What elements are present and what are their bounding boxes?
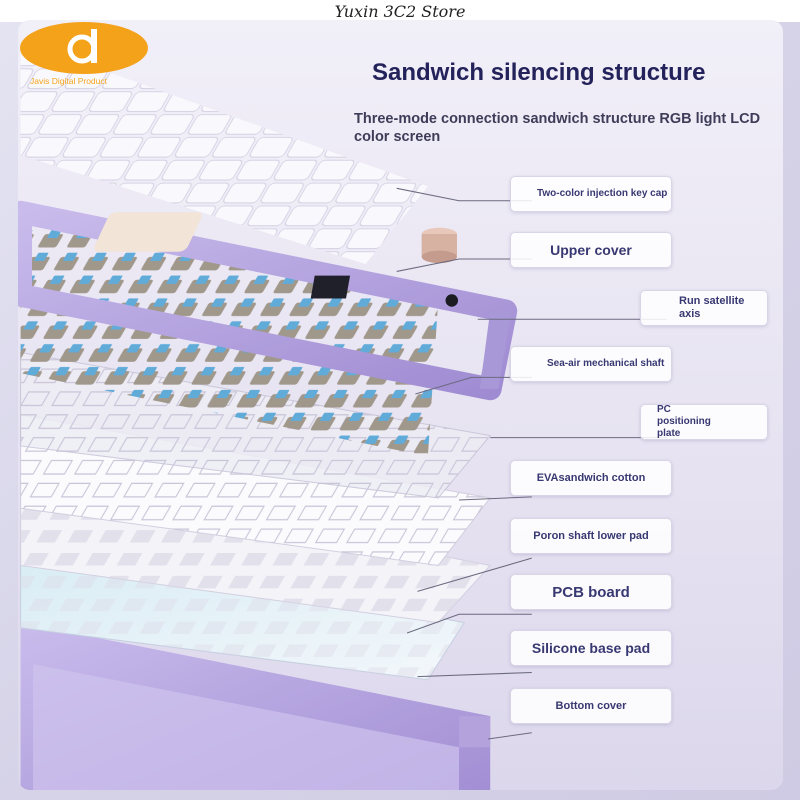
label-silicone-base-pad: Silicone base pad bbox=[510, 630, 672, 666]
connector-silicone bbox=[417, 671, 532, 678]
label-text: PCB board bbox=[552, 583, 630, 601]
keycap-layer-shape bbox=[20, 40, 428, 265]
connector-upper-cover bbox=[396, 258, 532, 272]
logo-text: Javis Digital Product bbox=[30, 76, 108, 86]
label-text: EVAsandwich cotton bbox=[536, 472, 646, 484]
label-poron-shaft-pad: Poron shaft lower pad bbox=[510, 518, 672, 554]
label-text: Silicone base pad bbox=[531, 640, 651, 656]
label-text: Two-color injection key cap bbox=[537, 188, 668, 199]
logo-badge bbox=[20, 22, 148, 74]
letter-d-logo-icon bbox=[67, 29, 97, 64]
label-two-color-keycap: Two-color injection key cap bbox=[510, 176, 672, 212]
label-text: Run satellite axis bbox=[679, 295, 745, 320]
connector-poron bbox=[417, 557, 532, 592]
page-subtitle: Three-mode connection sandwich structure… bbox=[354, 111, 761, 145]
connector-bottom bbox=[488, 732, 532, 740]
brand-logo: Javis Digital Product bbox=[20, 22, 148, 86]
label-eva-sandwich-cotton: EVAsandwich cotton bbox=[510, 460, 672, 496]
store-banner: Yuxin 3C2 Store bbox=[0, 0, 800, 22]
label-text: Sea-air mechanical shaft bbox=[547, 358, 665, 369]
label-text: Bottom cover bbox=[555, 700, 627, 712]
connector-eva bbox=[459, 496, 532, 501]
label-run-satellite-axis: Run satellite axis bbox=[640, 290, 768, 326]
label-bottom-cover: Bottom cover bbox=[510, 688, 672, 724]
label-text: Poron shaft lower pad bbox=[533, 530, 649, 542]
label-sea-air-shaft: Sea-air mechanical shaft bbox=[510, 346, 672, 382]
store-name: Yuxin 3C2 Store bbox=[334, 2, 466, 21]
keyboard-exploded-illustration bbox=[18, 40, 667, 790]
connector-keycap bbox=[396, 187, 532, 202]
page-title: Sandwich silencing structure bbox=[372, 59, 706, 86]
connector-pcb bbox=[406, 613, 532, 634]
label-pcb-board: PCB board bbox=[510, 574, 672, 610]
label-pc-positioning-plate: PC positioning plate bbox=[640, 404, 768, 440]
label-upper-cover: Upper cover bbox=[510, 232, 672, 268]
label-text: Upper cover bbox=[550, 242, 632, 258]
label-text: PC positioning plate bbox=[657, 404, 711, 439]
product-panel: Javis Digital Product bbox=[18, 20, 783, 790]
